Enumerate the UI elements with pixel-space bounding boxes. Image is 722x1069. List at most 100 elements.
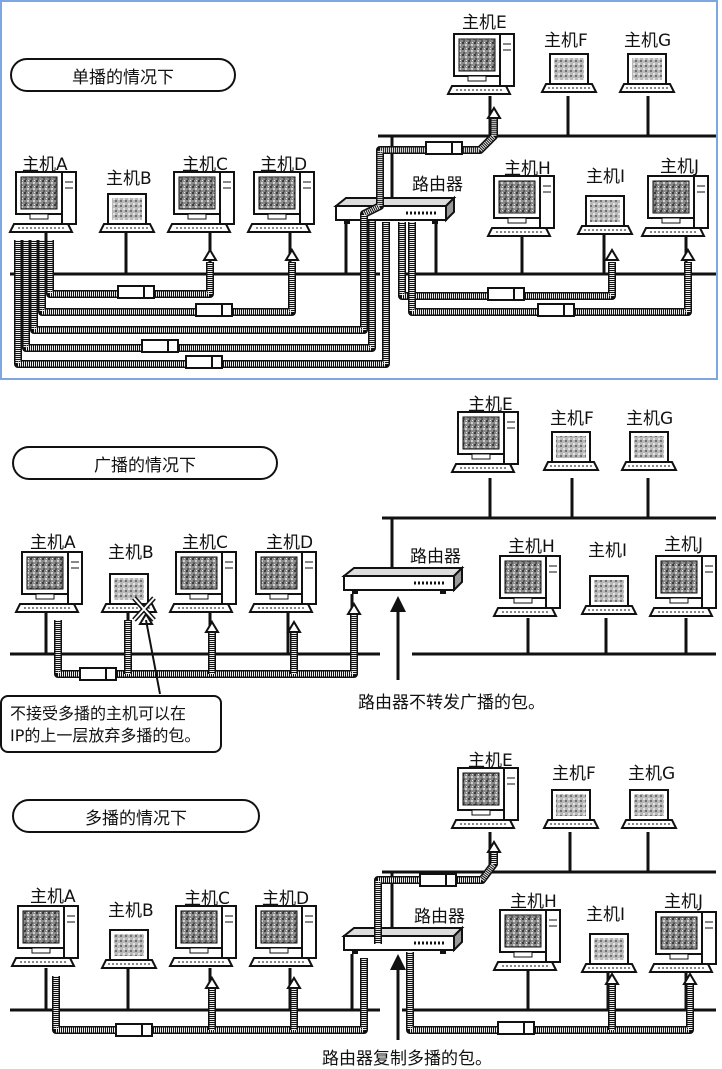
p3-arrow-d [286,976,302,989]
p3-host-d [248,905,317,967]
p3-multicast-route-right [407,952,693,1033]
p1-host-g-label: 主机G [624,31,672,51]
p3-host-c [168,905,237,967]
p1-host-g [618,53,676,93]
p3-host-h-label: 主机H [510,892,557,912]
p1-arrow-e [486,106,502,119]
p2-host-d-label: 主机D [266,533,314,553]
p2-host-e-label: 主机E [468,395,513,415]
p1-host-a [8,171,77,233]
p2-host-j-label: 主机J [664,535,704,555]
p1-host-d [246,171,315,233]
p1-packet-5 [425,141,463,155]
p1-host-j-label: 主机J [660,157,700,177]
multicast-caption: 路由器复制多播的包。 [322,1049,492,1069]
p1-router-label: 路由器 [412,175,463,195]
p2-host-d [248,551,317,613]
p1-host-i-label: 主机I [586,167,626,187]
p3-host-h [492,909,561,971]
p1-host-h-label: 主机H [504,159,551,179]
p3-host-j [648,911,717,973]
p1-route-to-d [39,240,295,315]
p2-host-b-label: 主机B [108,543,154,563]
p2-packet [79,667,117,681]
p3-packet-1 [115,1023,153,1037]
p2-reject-cross [133,597,155,621]
p3-host-a [10,905,79,967]
p2-host-e [450,411,519,473]
p3-host-a-label: 主机A [30,887,76,907]
p3-host-i [580,933,638,973]
p2-host-g [620,431,678,471]
p2-router-label: 路由器 [410,547,461,567]
p2-arrow-router [346,602,362,615]
unicast-title: 单播的情况下 [10,58,236,92]
p1-packet-1 [117,285,155,299]
callout-line-1: 不接受多播的主机可以在 [10,704,187,723]
p3-arrow-e [486,840,502,853]
p2-arrow-d [286,620,302,633]
p2-host-g-label: 主机G [626,409,674,429]
p1-host-h [486,175,555,237]
p1-host-b-label: 主机B [106,169,152,189]
p1-router [333,195,457,224]
p3-arrow-c [204,976,220,989]
p1-arrow-d [284,248,300,261]
unicast-panel-frame [0,0,718,380]
p2-host-a [14,551,83,613]
p1-route-to-e [31,118,497,333]
p1-packet-4 [185,355,223,369]
p3-host-g [620,789,678,829]
broadcast-caption: 路由器不转发广播的包。 [358,693,545,713]
p1-packet-3 [141,339,179,353]
p2-host-c-label: 主机C [182,533,228,553]
p1-arrow-i [604,248,620,261]
p2-host-f [542,431,600,471]
p2-host-a-label: 主机A [30,533,76,553]
p1-packet-2 [195,303,233,317]
p2-arrow-c [204,620,220,633]
p3-host-f-label: 主机F [552,764,596,784]
p1-host-e-label: 主机E [462,13,507,33]
p2-broadcast-route [55,612,357,677]
p2-host-f-label: 主机F [550,409,594,429]
p3-host-e [450,767,519,829]
p2-stop-arrow-head [390,596,406,612]
p3-arrow-i [604,972,620,985]
p1-packet-7 [537,303,575,317]
p3-packet-2 [419,873,457,887]
p1-route-a-router [23,220,375,351]
p2-host-i [580,575,638,615]
p3-host-b [100,929,158,969]
p3-host-i-label: 主机I [586,905,626,925]
p1-host-j [640,175,709,237]
p1-host-a-label: 主机A [22,155,68,175]
p1-host-e [446,33,515,95]
p2-callout-pointer [145,619,161,695]
p3-router-label: 路由器 [414,907,465,927]
p3-arrow-j [682,972,698,985]
p1-host-b [98,193,156,233]
p1-arrow-c [202,248,218,261]
p1-host-i [576,195,634,235]
p1-host-c [166,171,235,233]
p1-host-f [540,53,598,93]
p2-host-i-label: 主机I [588,541,628,561]
p3-host-c-label: 主机C [184,889,230,909]
multicast-discard-callout: 不接受多播的主机可以在 IP的上一层放弃多播的包。 [0,695,222,753]
p2-host-j [648,555,717,617]
callout-line-2: IP的上一层放弃多播的包。 [10,726,201,745]
p1-packet-6 [487,287,525,301]
p1-host-f-label: 主机F [544,31,588,51]
p3-packet-3 [497,1021,535,1035]
broadcast-title: 广播的情况下 [12,446,278,480]
p3-host-e-label: 主机E [468,751,513,771]
p3-host-g-label: 主机G [628,764,676,784]
p1-arrow-j [680,248,696,261]
p1-host-d-label: 主机D [260,155,308,175]
p3-router [341,925,465,954]
p3-host-f [542,789,600,829]
p2-router [341,565,465,594]
multicast-title: 多播的情况下 [12,799,260,833]
